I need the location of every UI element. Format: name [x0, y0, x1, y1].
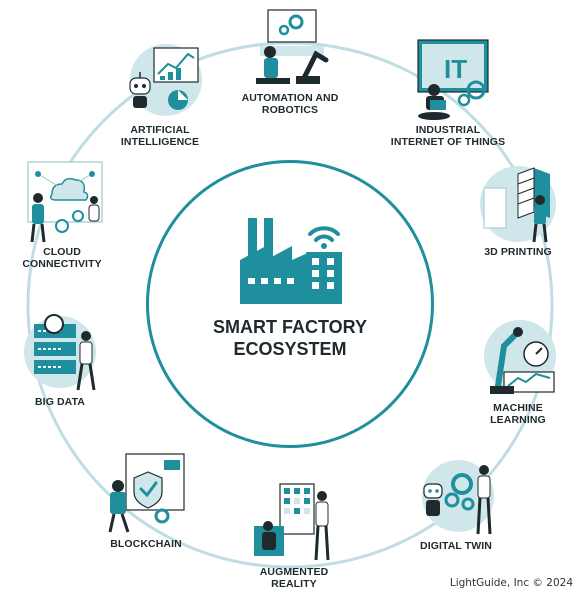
node-label: BLOCKCHAIN [110, 538, 182, 550]
node-machine-learning: MACHINE LEARNING [458, 316, 578, 426]
node-label: MACHINE LEARNING [490, 402, 546, 426]
cloud-connectivity-icon [18, 160, 106, 244]
node-label: CLOUD CONNECTIVITY [22, 246, 102, 270]
smart-factory-icon [240, 218, 342, 304]
3d-printing-icon [474, 160, 562, 244]
node-blockchain: BLOCKCHAIN [86, 452, 206, 550]
node-label: DIGITAL TWIN [420, 540, 492, 552]
node-label: AUGMENTED REALITY [259, 566, 329, 590]
center-circle [146, 160, 434, 448]
node-big-data: BIG DATA [0, 310, 120, 408]
node-iiot: IT INDUSTRIAL INTERNET OF THINGS [388, 38, 508, 148]
big-data-icon [16, 310, 104, 394]
ai-robot-icon [116, 38, 204, 122]
machine-learning-icon [474, 316, 562, 400]
node-label: AUTOMATION AND ROBOTICS [241, 92, 339, 116]
node-3d-printing: 3D PRINTING [458, 160, 578, 258]
node-label: 3D PRINTING [484, 246, 552, 258]
iiot-icon: IT [404, 38, 492, 122]
node-cloud-connectivity: CLOUD CONNECTIVITY [2, 160, 122, 270]
robot-arm-icon [246, 6, 334, 90]
center-title: SMART FACTORY ECOSYSTEM [212, 317, 367, 359]
node-label: INDUSTRIAL INTERNET OF THINGS [390, 124, 506, 148]
svg-text:IT: IT [444, 54, 467, 84]
blockchain-icon [102, 452, 190, 536]
node-artificial-intelligence: ARTIFICIAL INTELLIGENCE [100, 38, 220, 148]
node-digital-twin: DIGITAL TWIN [396, 454, 516, 552]
augmented-reality-icon [250, 480, 338, 564]
node-label: BIG DATA [35, 396, 85, 408]
node-augmented-reality: AUGMENTED REALITY [234, 480, 354, 590]
copyright-footer: LightGuide, Inc © 2024 [449, 577, 573, 589]
node-label: ARTIFICIAL INTELLIGENCE [120, 124, 200, 148]
node-automation-robotics: AUTOMATION AND ROBOTICS [230, 6, 350, 116]
digital-twin-icon [412, 454, 500, 538]
